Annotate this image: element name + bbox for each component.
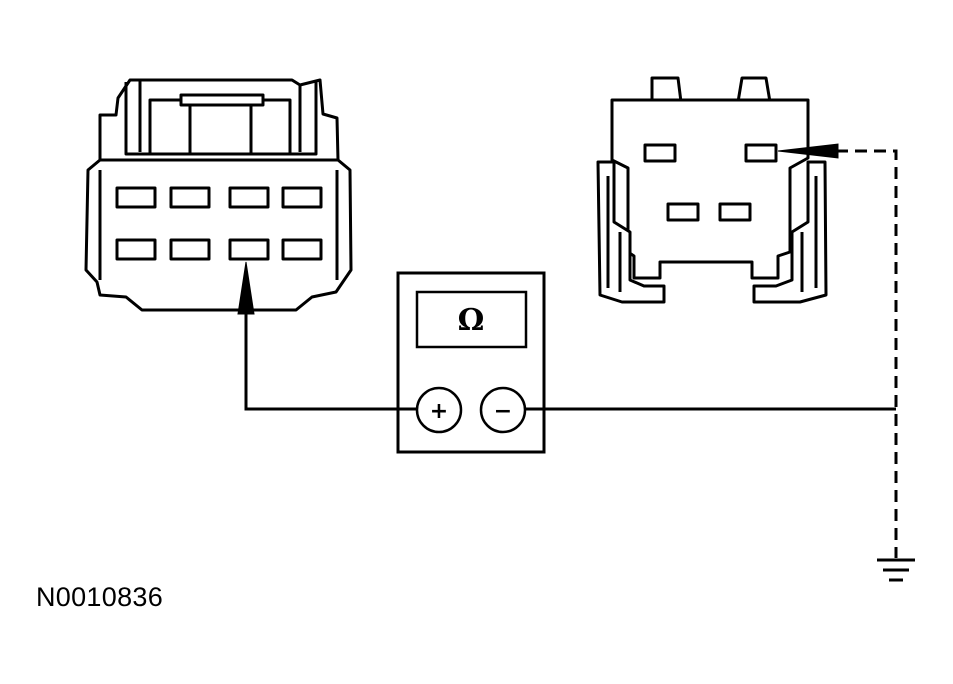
figure-id-label: N0010836	[36, 582, 164, 612]
multimeter: Ω + −	[396, 271, 546, 454]
right-connector	[596, 76, 828, 304]
ground-symbol-icon	[877, 558, 915, 582]
multimeter-display	[415, 290, 528, 349]
left-connector	[84, 78, 353, 312]
positive-test-lead	[244, 312, 417, 411]
probe-tip-icon	[237, 261, 255, 315]
ohm-symbol: Ω	[458, 303, 485, 338]
positive-terminal-label: +	[430, 399, 448, 424]
dashed-jumper-wire	[836, 149, 898, 558]
probe-tip-icon	[777, 143, 839, 159]
negative-terminal-label: −	[494, 399, 512, 424]
